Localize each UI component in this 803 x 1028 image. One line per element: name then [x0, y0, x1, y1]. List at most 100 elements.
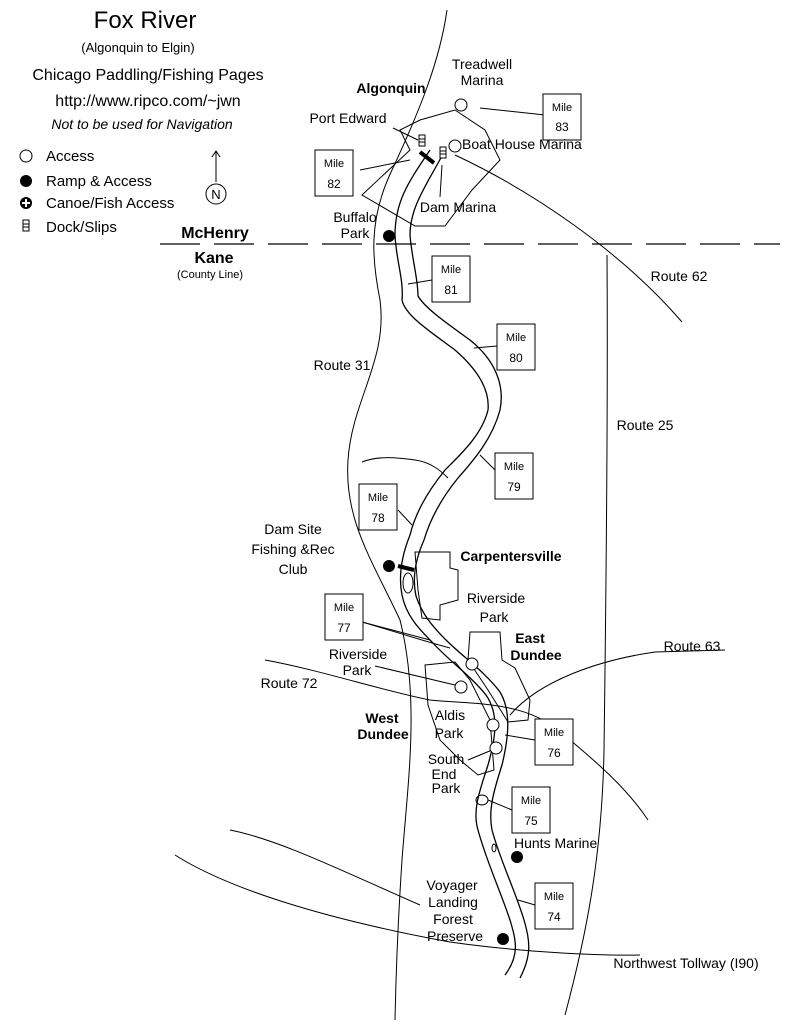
svg-text:78: 78	[371, 511, 385, 525]
access-riverside-west-icon	[454, 680, 468, 694]
town-east-dundee-2: Dundee	[510, 647, 562, 663]
label-port-edward: Port Edward	[309, 110, 386, 126]
leader-mile-81	[407, 279, 433, 285]
label-route-63: Route 63	[664, 638, 721, 654]
algonquin-boundary	[361, 109, 501, 227]
legend-ramp-icon	[20, 175, 32, 187]
svg-text:83: 83	[555, 120, 569, 134]
route-63-line	[509, 649, 726, 716]
svg-text:Mile: Mile	[544, 891, 564, 903]
legend-ramp-label: Ramp & Access	[46, 173, 152, 190]
mile-marker-79: Mile 79	[494, 452, 534, 500]
ramp-buffalo-park-icon	[383, 230, 395, 242]
county-mchenry: McHenry	[181, 225, 249, 242]
mile-marker-74: Mile 74	[534, 882, 574, 930]
label-hunts-marine: Hunts Marine	[514, 835, 597, 851]
label-south-end-3: Park	[432, 780, 462, 796]
mile-marker-78: Mile 78	[358, 483, 398, 531]
east-dundee-boundary	[467, 631, 531, 723]
mile-marker-80: Mile 80	[496, 323, 536, 371]
legend-access-label: Access	[46, 148, 94, 165]
leader-riverside-w	[374, 665, 456, 686]
access-riverside-east-icon	[465, 657, 479, 671]
island-small	[491, 843, 497, 853]
route-72-line	[264, 659, 649, 821]
north-arrow-icon: N	[205, 150, 227, 205]
dock-dam-marina-icon	[439, 146, 447, 159]
disclaimer: Not to be used for Navigation	[51, 116, 233, 132]
town-west-dundee-2: Dundee	[357, 726, 409, 742]
map-subtitle: (Algonquin to Elgin)	[81, 40, 194, 55]
route-25-line	[564, 254, 608, 1016]
tollway-i90-line	[174, 854, 641, 956]
label-route-25: Route 25	[617, 417, 674, 433]
mile-marker-82: Mile 82	[314, 149, 354, 197]
leader-dam-marina	[439, 164, 443, 198]
ramp-hunts-marine-icon	[511, 851, 523, 863]
town-algonquin: Algonquin	[356, 80, 425, 96]
town-carpentersville: Carpentersville	[460, 548, 561, 564]
route-west-diag	[229, 829, 421, 906]
mile-marker-75: Mile 75	[511, 786, 551, 834]
svg-text:Mile: Mile	[368, 492, 388, 504]
town-east-dundee-1: East	[515, 630, 545, 646]
svg-text:80: 80	[509, 351, 523, 365]
legend: Access Ramp & Access Canoe/Fish Access D…	[19, 148, 174, 236]
label-treadwell-2: Marina	[461, 72, 504, 88]
access-treadwell-icon	[454, 98, 468, 112]
ramp-voyager-icon	[497, 933, 509, 945]
leader-mile-80	[473, 345, 498, 349]
leader-mile-82	[359, 159, 411, 171]
leader-mile-75	[487, 799, 513, 811]
county-line-note: (County Line)	[177, 269, 243, 281]
label-riverside-east-1: Riverside	[467, 590, 526, 606]
label-dam-site-3: Club	[279, 561, 308, 577]
legend-canoe-label: Canoe/Fish Access	[46, 195, 174, 212]
label-buffalo-park-1: Buffalo	[333, 209, 377, 225]
dam-carpentersville	[397, 564, 415, 572]
leader-mile-77	[361, 621, 431, 641]
label-treadwell-1: Treadwell	[452, 56, 512, 72]
label-voyager-3: Forest	[433, 911, 473, 927]
town-west-dundee-1: West	[365, 710, 399, 726]
site-name: Chicago Paddling/Fishing Pages	[32, 67, 263, 84]
legend-dock-label: Dock/Slips	[46, 219, 117, 236]
svg-text:Mile: Mile	[441, 264, 461, 276]
label-tollway-i90: Northwest Tollway (I90)	[613, 955, 758, 971]
ramp-dam-site-icon	[383, 560, 395, 572]
label-aldis-1: Aldis	[435, 707, 465, 723]
access-south-end-icon	[489, 741, 503, 755]
leader-south-end	[467, 749, 493, 761]
label-voyager-1: Voyager	[426, 877, 478, 893]
label-route-62: Route 62	[651, 268, 708, 284]
label-buffalo-park-2: Park	[341, 225, 371, 241]
svg-text:76: 76	[547, 746, 561, 760]
legend-dock-icon	[22, 219, 30, 232]
svg-text:82: 82	[327, 177, 341, 191]
leader-mile-79	[479, 454, 496, 471]
river-east-bank	[409, 149, 530, 979]
carpentersville-boundary	[414, 551, 459, 621]
local-road-78	[361, 457, 449, 479]
label-south-end-1: South	[428, 751, 465, 767]
svg-text:Mile: Mile	[544, 727, 564, 739]
island-north	[402, 572, 414, 594]
svg-text:Mile: Mile	[334, 602, 354, 614]
north-label: N	[211, 187, 220, 202]
mile-marker-76: Mile 76	[534, 718, 574, 766]
county-kane: Kane	[194, 250, 233, 267]
label-route-31: Route 31	[314, 357, 371, 373]
site-url: http://www.ripco.com/~jwn	[55, 93, 240, 110]
mile-marker-77: Mile 77	[324, 593, 364, 641]
svg-text:Mile: Mile	[324, 158, 344, 170]
svg-text:Mile: Mile	[521, 795, 541, 807]
svg-text:Mile: Mile	[504, 461, 524, 473]
leader-mile-83	[479, 107, 546, 116]
label-route-72: Route 72	[261, 675, 318, 691]
svg-text:Mile: Mile	[506, 332, 526, 344]
label-riverside-west-2: Park	[343, 662, 373, 678]
label-voyager-2: Landing	[428, 894, 478, 910]
leader-mile-78	[397, 509, 413, 526]
legend-access-icon	[19, 149, 33, 163]
